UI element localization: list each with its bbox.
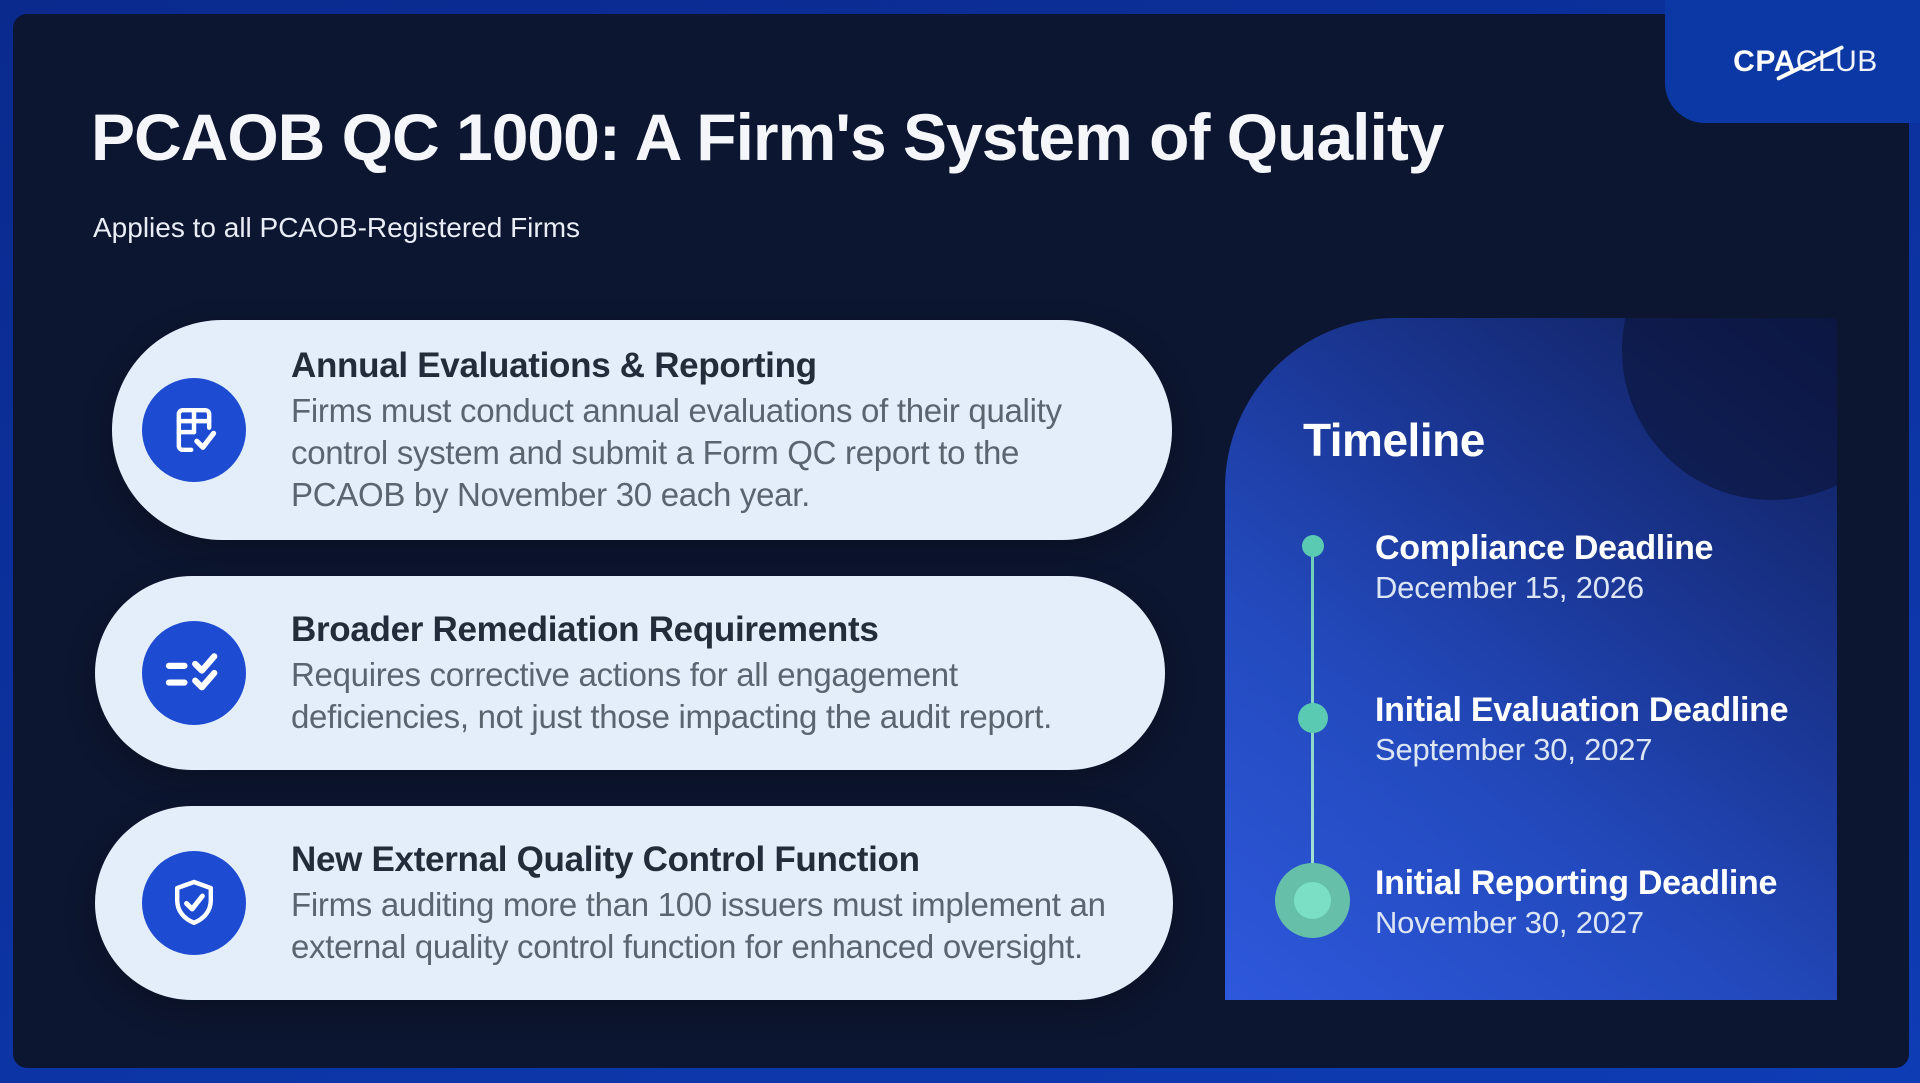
logo-badge: CPACLUB xyxy=(1665,0,1920,123)
table-check-icon xyxy=(142,378,246,482)
page-subtitle: Applies to all PCAOB-Registered Firms xyxy=(93,212,581,243)
card-body: Firms auditing more than 100 issuers mus… xyxy=(291,885,1106,965)
card-body: Requires corrective actions for all enga… xyxy=(291,655,1052,735)
milestone-date: December 15, 2026 xyxy=(1375,569,1644,605)
timeline-panel: Timeline Compliance Deadline December 15… xyxy=(1225,318,1837,1000)
shield-check-icon xyxy=(142,851,246,955)
timeline-heading: Timeline xyxy=(1303,414,1485,466)
card-annual-evaluations: Annual Evaluations & Reporting Firms mus… xyxy=(112,320,1172,540)
milestone-title: Initial Reporting Deadline xyxy=(1375,864,1778,902)
card-title: Broader Remediation Requirements xyxy=(291,609,879,649)
logo-cpa: CPA xyxy=(1733,44,1796,78)
milestone-title: Compliance Deadline xyxy=(1375,529,1714,567)
logo-club: CLUB xyxy=(1795,44,1878,78)
milestone-date: September 30, 2027 xyxy=(1375,731,1653,767)
card-broader-remediation: Broader Remediation Requirements Require… xyxy=(95,576,1165,770)
card-title: New External Quality Control Function xyxy=(291,839,920,879)
card-text-block: Annual Evaluations & Reporting Firms mus… xyxy=(291,345,1062,516)
milestone-title: Initial Evaluation Deadline xyxy=(1375,691,1789,729)
card-body: Firms must conduct annual evaluations of… xyxy=(291,391,1062,513)
milestone-initial-reporting-deadline: Initial Reporting Deadline November 30, … xyxy=(1375,863,1777,943)
card-text-block: New External Quality Control Function Fi… xyxy=(291,839,1106,968)
card-external-qc-function: New External Quality Control Function Fi… xyxy=(95,806,1173,1000)
milestone-compliance-deadline: Compliance Deadline December 15, 2026 xyxy=(1375,528,1713,608)
logo-text: CPACLUB xyxy=(1733,44,1878,81)
card-text-block: Broader Remediation Requirements Require… xyxy=(291,609,1052,738)
card-title: Annual Evaluations & Reporting xyxy=(291,345,817,385)
decorative-circle xyxy=(1622,318,1837,500)
content-frame: PCAOB QC 1000: A Firm's System of Qualit… xyxy=(13,14,1909,1068)
milestone-date: November 30, 2027 xyxy=(1375,904,1644,940)
timeline-dot-3-core xyxy=(1294,882,1331,919)
milestone-initial-evaluation-deadline: Initial Evaluation Deadline September 30… xyxy=(1375,690,1789,770)
timeline-dot-1 xyxy=(1302,535,1324,557)
page-title: PCAOB QC 1000: A Firm's System of Qualit… xyxy=(91,100,1445,174)
timeline-dot-3 xyxy=(1275,863,1350,938)
list-checks-icon xyxy=(142,621,246,725)
timeline-dot-2 xyxy=(1298,703,1328,733)
